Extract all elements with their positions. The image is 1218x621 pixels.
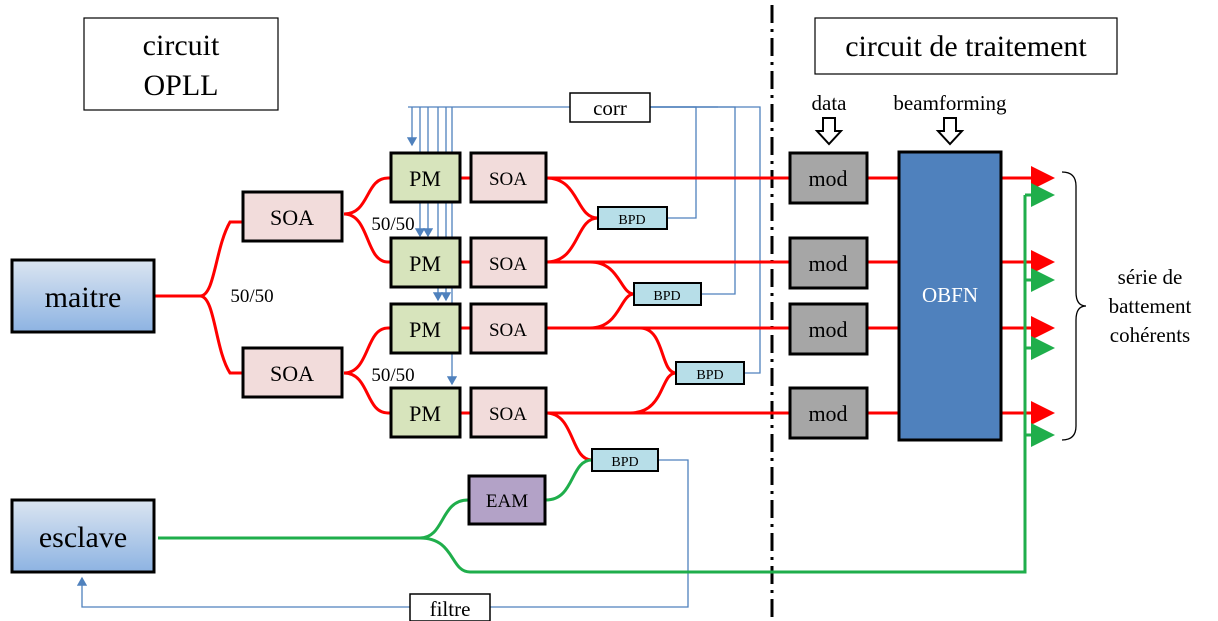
bpd-label-1: BPD [618,213,645,228]
bpd-block-4: BPD [591,448,659,472]
bpd-label-4: BPD [611,455,638,470]
output-label-line3: cohérents [1110,323,1190,347]
soa-upper-block: SOA [241,190,344,243]
green-output-arrows [1025,183,1055,447]
filtre-label: filtre [430,597,471,621]
corr-box: corr [569,92,651,123]
soa-label-2: SOA [489,254,527,275]
pm-block-4: PM [389,386,462,439]
pm-label-1: PM [409,166,441,191]
pm-label-3: PM [409,317,441,342]
bpd-block-3: BPD [675,361,745,385]
soa-block-4: SOA [469,386,548,439]
obfn-label: OBFN [922,283,978,307]
eam-block: EAM [467,474,547,526]
corr-bus-3 [650,106,761,374]
output-label-line1: série de [1118,265,1183,289]
pm-label-2: PM [409,251,441,276]
mod-label-4: mod [808,401,847,426]
splitter-lower-label: 50/50 [371,365,414,386]
beamforming-arrow-icon [935,117,965,146]
pm-block-3: PM [389,302,462,355]
mod-block-2: mod [788,236,869,290]
esclave-label: esclave [39,521,127,554]
soa-block-2: SOA [469,236,548,289]
splitter-upper-label: 50/50 [371,214,414,235]
corr-label: corr [593,96,627,120]
maitre-block: maitre [10,258,156,334]
pm-block-1: PM [389,151,462,204]
bpd-label-3: BPD [696,368,723,383]
mod-block-4: mod [788,386,869,440]
red-output-arrows [1002,166,1055,425]
bpd-block-2: BPD [633,282,702,306]
corr-bus-2 [650,106,736,295]
beamforming-label: beamforming [893,91,1007,115]
title-processing: circuit de traitement [845,30,1087,63]
soa-block-1: SOA [469,151,548,204]
output-brace [1061,171,1087,441]
maitre-label: maitre [45,281,122,314]
title-opll-box: circuit OPLL [83,17,279,111]
pm-block-2: PM [389,236,462,289]
mod-label-3: mod [808,317,847,342]
soa-label-3: SOA [489,320,527,341]
esclave-block: esclave [10,498,156,574]
eam-label: EAM [486,491,528,512]
soa-lower-label: SOA [270,361,314,386]
obfn-block: OBFN [897,150,1003,442]
mod-label-1: mod [808,166,847,191]
bpd-label-2: BPD [653,289,680,304]
title-opll-line2: OPLL [144,69,219,102]
soa-block-3: SOA [469,302,548,355]
pm-label-4: PM [409,401,441,426]
soa-label-4: SOA [489,404,527,425]
soa-lower-block: SOA [241,346,344,399]
output-label-line2: battement [1109,294,1192,318]
mod-label-2: mod [808,251,847,276]
filtre-box: filtre [409,593,491,621]
bpd-block-1: BPD [597,206,668,230]
green-optical-paths [158,195,1027,574]
title-processing-box: circuit de traitement [814,17,1118,75]
red-optical-paths [155,176,898,462]
mod-block-1: mod [788,151,869,205]
filtre-loop [82,459,689,608]
soa-upper-label: SOA [270,205,314,230]
mod-block-3: mod [788,302,869,356]
data-label: data [812,91,848,115]
soa-label-1: SOA [489,169,527,190]
title-opll-line1: circuit [143,29,220,62]
data-arrow-icon [814,117,844,146]
splitter-main-label: 50/50 [230,286,273,307]
